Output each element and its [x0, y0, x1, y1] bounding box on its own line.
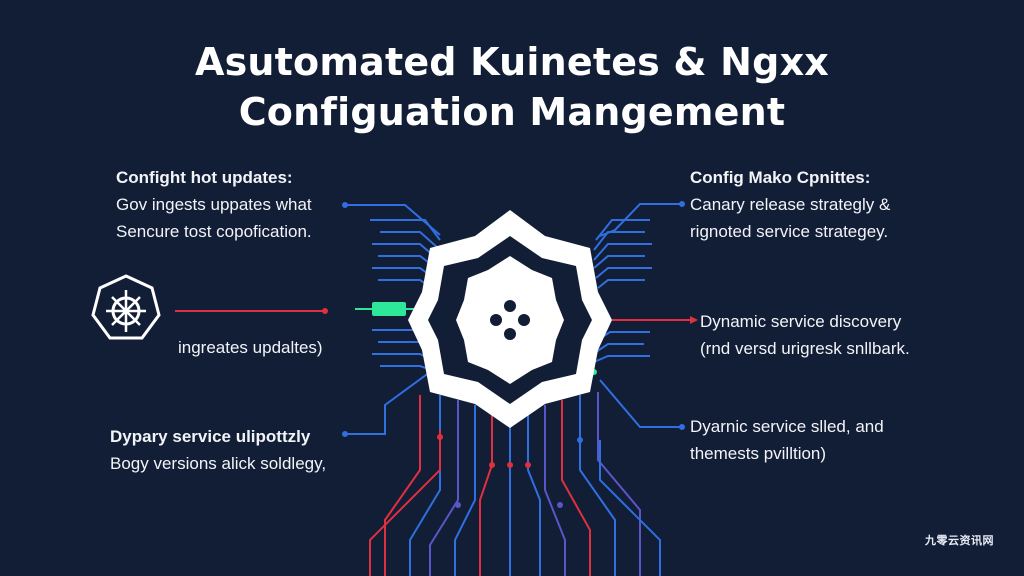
page-title-line-2: Configuation Mangement — [238, 90, 786, 134]
block-line: Dyarnic service slled, and — [690, 417, 884, 436]
block-heading: Config Mako Cpnittes: — [690, 168, 871, 187]
text-block-top-right: Config Mako Cpnittes: Canary release str… — [690, 164, 890, 245]
connector-bottom-left — [345, 371, 431, 435]
connector-bottom-right — [599, 379, 682, 428]
kubernetes-helm-icon — [91, 274, 161, 340]
block-line: themests pvilltion) — [690, 444, 827, 463]
text-block-bottom-right: Dyarnic service slled, and themests pvil… — [690, 413, 884, 467]
block-line: ingreates updaltes) — [178, 338, 323, 357]
text-block-top-left: Confight hot updates: Gov ingests uppate… — [116, 164, 312, 245]
block-heading: Dypary service ulipottzly — [110, 427, 311, 446]
block-line: Gov ingests uppates what — [116, 195, 312, 214]
text-block-bottom-left: Dypary service ulipottzly Bogy versions … — [110, 423, 326, 477]
text-block-mid-right: Dynamic service discovery (rnd versd uri… — [700, 308, 910, 362]
block-line: Dynamic service discovery — [700, 312, 902, 331]
dotted-core-icon — [408, 210, 612, 428]
block-line: (rnd versd urigresk snllbark. — [700, 339, 910, 358]
green-chip — [372, 302, 406, 316]
block-line: Sencure tost copofication. — [116, 222, 312, 241]
watermark: 九零云资讯网 — [925, 535, 994, 547]
block-line: rignoted service strategey. — [690, 222, 889, 241]
block-line: Canary release strategly & — [690, 195, 891, 214]
block-line: Bogy versions alick soldlegy, — [110, 454, 327, 473]
block-heading: Confight hot updates: — [116, 168, 293, 187]
page-title-line-1: Asutomated Kuinetes & Ngxx — [194, 40, 830, 84]
text-block-mid-left: ingreates updaltes) — [178, 334, 323, 361]
